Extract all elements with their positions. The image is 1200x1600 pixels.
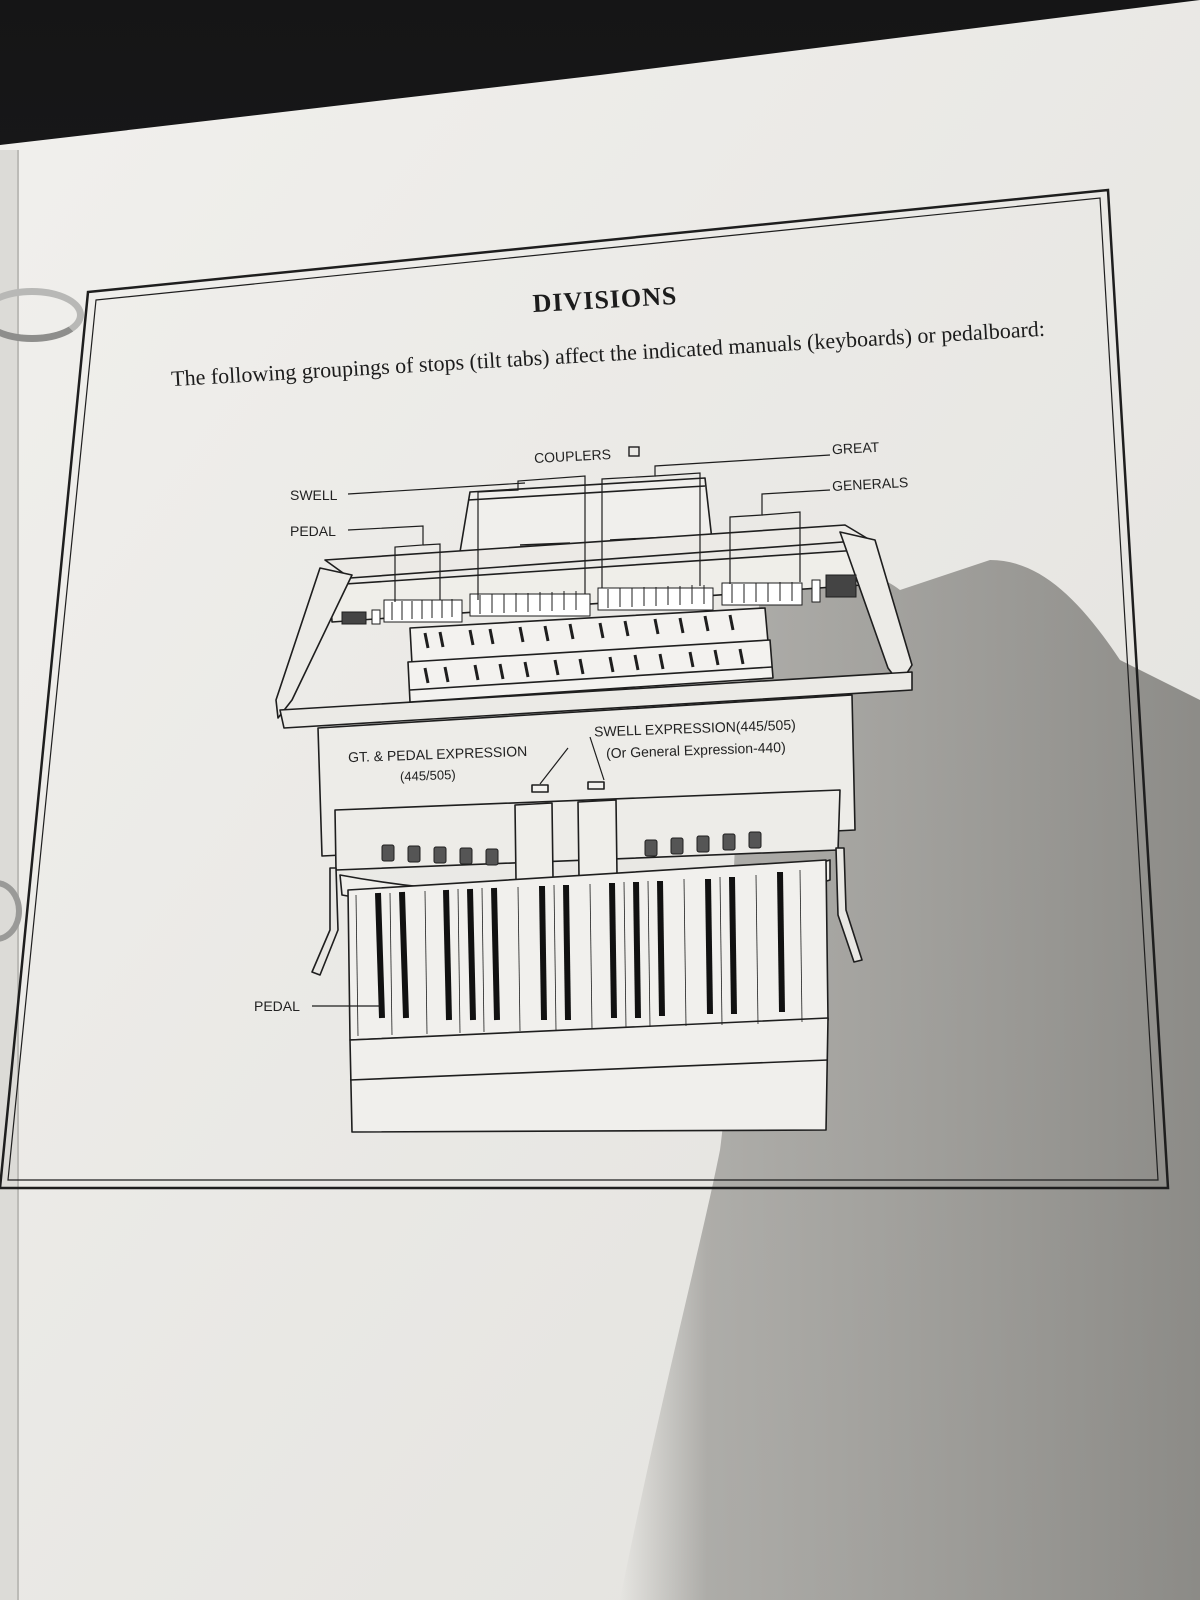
label-pedalboard: PEDAL [254,998,300,1014]
lower-manual [407,639,774,703]
keyboard-shelf [279,671,913,729]
left-cheek [275,567,353,719]
label-gt-pedal-models: (445/505) [399,767,456,784]
swell-expression-pedal [577,799,618,878]
label-swell: SWELL [290,487,338,503]
great-expression-pedal [514,802,554,881]
label-pedal-stops: PEDAL [290,523,336,539]
couplers-box-icon [628,446,640,457]
right-cheek [839,531,913,685]
pedalboard-base [349,1017,829,1133]
binder-ring-top [0,288,84,342]
label-great: GREAT [831,438,880,458]
